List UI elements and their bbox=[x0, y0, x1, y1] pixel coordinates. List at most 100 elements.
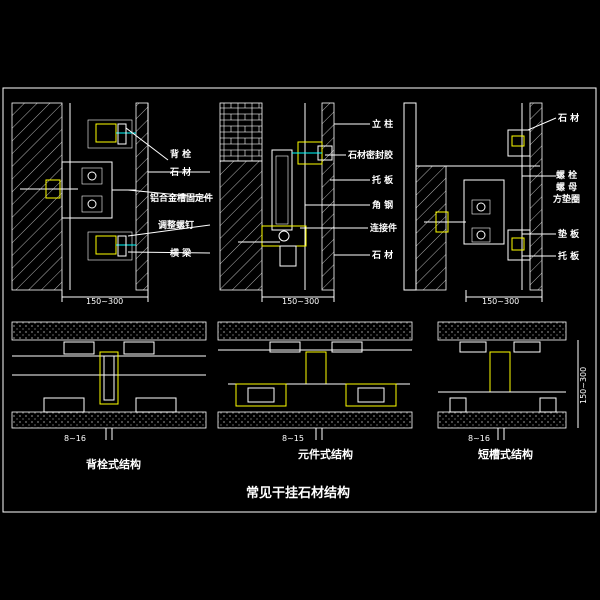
panel1-leader-3 bbox=[127, 189, 211, 199]
panel1-embed-hole-b bbox=[87, 199, 97, 209]
panel1-caption: 背栓式结构 bbox=[86, 457, 141, 471]
panel3-plan-bolt-r bbox=[539, 397, 557, 413]
panel2-lower-connector bbox=[261, 225, 307, 247]
panel2-dim-width: 150~300 bbox=[282, 297, 319, 306]
panel3-label-2: 螺 母 bbox=[556, 181, 577, 193]
panel2-label-3: 角 钢 bbox=[372, 199, 393, 211]
panel3-column bbox=[403, 102, 417, 291]
panel2-plan-plate-l bbox=[269, 341, 301, 353]
panel1-plan-column bbox=[99, 351, 119, 405]
panel1-plan-wall bbox=[11, 321, 207, 341]
panel3-embed-hole-b bbox=[476, 230, 486, 240]
panel3-dim-gap: 8~16 bbox=[468, 434, 490, 443]
panel2-brick-wall bbox=[219, 102, 263, 162]
panel3-section: 150~300 石 材 螺 栓 螺 母 方垫圈 垫 板 托 板 bbox=[403, 102, 580, 306]
panel1-leader-1 bbox=[125, 127, 169, 161]
panel3-caption: 短槽式结构 bbox=[478, 447, 533, 461]
panel1-dim-gap: 8~16 bbox=[64, 434, 86, 443]
panel2-plan-stone bbox=[217, 411, 413, 429]
drawing-title: 常见干挂石材结构 bbox=[246, 485, 350, 501]
panel1-embed-hole-a bbox=[87, 171, 97, 181]
panel2-plan-wall bbox=[217, 321, 413, 341]
panel1-lower-bracket bbox=[87, 231, 133, 261]
panel2-caption: 元件式结构 bbox=[298, 447, 353, 461]
panel3-anchor-nut bbox=[435, 211, 449, 233]
panel2-label-5: 石 材 bbox=[371, 249, 393, 261]
panel1-embed-box-a bbox=[81, 167, 103, 185]
panel2-plan: 8~15 元件式结构 bbox=[217, 321, 413, 461]
panel1-anchor-nut bbox=[45, 179, 61, 199]
panel3-embed-box-b bbox=[471, 227, 491, 243]
panel2-column-inner bbox=[275, 155, 289, 225]
panel3-lower-nut bbox=[511, 237, 525, 251]
panel1-lower-nut bbox=[117, 235, 127, 257]
panel2-label-2: 托 板 bbox=[372, 174, 394, 186]
sheet-border bbox=[2, 87, 597, 513]
panel1-stone bbox=[135, 102, 149, 291]
panel3-embed-hole-a bbox=[476, 202, 486, 212]
panel1-plan-column-inner bbox=[103, 355, 115, 401]
panel1-upper-bracket bbox=[87, 119, 133, 149]
panel2-column bbox=[271, 149, 293, 231]
panel1-lower-anchor bbox=[95, 235, 117, 255]
panel2-plan-clip-r bbox=[345, 383, 397, 407]
panel1-plan: 8~16 背栓式结构 bbox=[11, 321, 207, 471]
panel1-label-3: 调整螺钉 bbox=[158, 219, 194, 231]
panel3-dim-height: 150~300 bbox=[579, 367, 588, 404]
panel3-plan-plate-l bbox=[459, 341, 487, 353]
panel3-plan-plate-r bbox=[513, 341, 541, 353]
panel3-label-4: 垫 板 bbox=[558, 228, 580, 240]
panel3-upper-bracket bbox=[507, 129, 531, 157]
panel2-label-0: 立 柱 bbox=[372, 118, 393, 130]
panel1-leader-5 bbox=[127, 251, 211, 254]
panel3-plan-wall bbox=[437, 321, 567, 341]
panel1-label-1: 石 材 bbox=[169, 166, 191, 178]
panel1-label-2: 铝合金槽固定件 bbox=[150, 192, 213, 204]
panel2-plan-clip-r-inner bbox=[357, 387, 385, 403]
panel3-lower-bracket bbox=[507, 229, 531, 261]
panel3-plan-column bbox=[489, 351, 511, 393]
panel3-stone bbox=[529, 102, 543, 291]
panel3-plan-bolt-l bbox=[449, 397, 467, 413]
panel1-plan-stone bbox=[11, 411, 207, 429]
panel3-embed-box-a bbox=[471, 199, 491, 215]
panel3-label-3: 方垫圈 bbox=[553, 193, 580, 205]
panel1-leader-4 bbox=[127, 224, 211, 237]
panel2-label-1: 石材密封胶 bbox=[347, 149, 393, 161]
panel1-plan-anchor-r bbox=[135, 397, 177, 413]
panel3-plan: 8~16 150~300 短槽式结构 bbox=[437, 321, 588, 461]
panel3-upper-nut bbox=[511, 135, 525, 147]
panel2-concrete bbox=[219, 160, 263, 291]
panel3-concrete bbox=[415, 165, 447, 291]
panel2-section: 150~300 立 柱 石材密封胶 托 板 角 钢 连接件 石 材 bbox=[219, 102, 397, 306]
panel1-upper-nut bbox=[117, 123, 127, 145]
panel2-lower-bracket bbox=[279, 245, 297, 267]
panel3-dim-width: 150~300 bbox=[482, 297, 519, 306]
panel2-plan-clip-l-inner bbox=[247, 387, 275, 403]
panel1-section: 150~300 背 栓 石 材 铝合金槽固定件 调整螺钉 横 梁 bbox=[11, 102, 213, 306]
panel1-upper-anchor bbox=[95, 123, 117, 143]
panel2-label-4: 连接件 bbox=[370, 222, 397, 234]
panel3-label-1: 螺 栓 bbox=[556, 169, 577, 181]
panel1-label-4: 横 梁 bbox=[170, 247, 192, 259]
panel1-plan-plate-r bbox=[123, 341, 155, 355]
panel3-label-5: 托 板 bbox=[558, 250, 580, 262]
panel3-leader-1 bbox=[527, 117, 557, 131]
panel3-embed-plate bbox=[463, 179, 505, 245]
panel3-label-0: 石 材 bbox=[557, 112, 579, 124]
panel3-plan-stone bbox=[437, 411, 567, 429]
panel1-label-0: 背 栓 bbox=[170, 148, 191, 160]
panel1-wall bbox=[11, 102, 63, 291]
panel2-plan-clip-l bbox=[235, 383, 287, 407]
panel2-lower-hole bbox=[278, 230, 290, 242]
panel1-dim-width: 150~300 bbox=[86, 297, 123, 306]
panel2-plan-column bbox=[305, 351, 327, 385]
panel1-plan-anchor-l bbox=[43, 397, 85, 413]
panel1-plan-plate-l bbox=[63, 341, 95, 355]
panel2-dim-gap: 8~15 bbox=[282, 434, 304, 443]
panel1-embed-box-b bbox=[81, 195, 103, 213]
panel2-plan-plate-r bbox=[331, 341, 363, 353]
panel2-stone bbox=[321, 102, 335, 291]
